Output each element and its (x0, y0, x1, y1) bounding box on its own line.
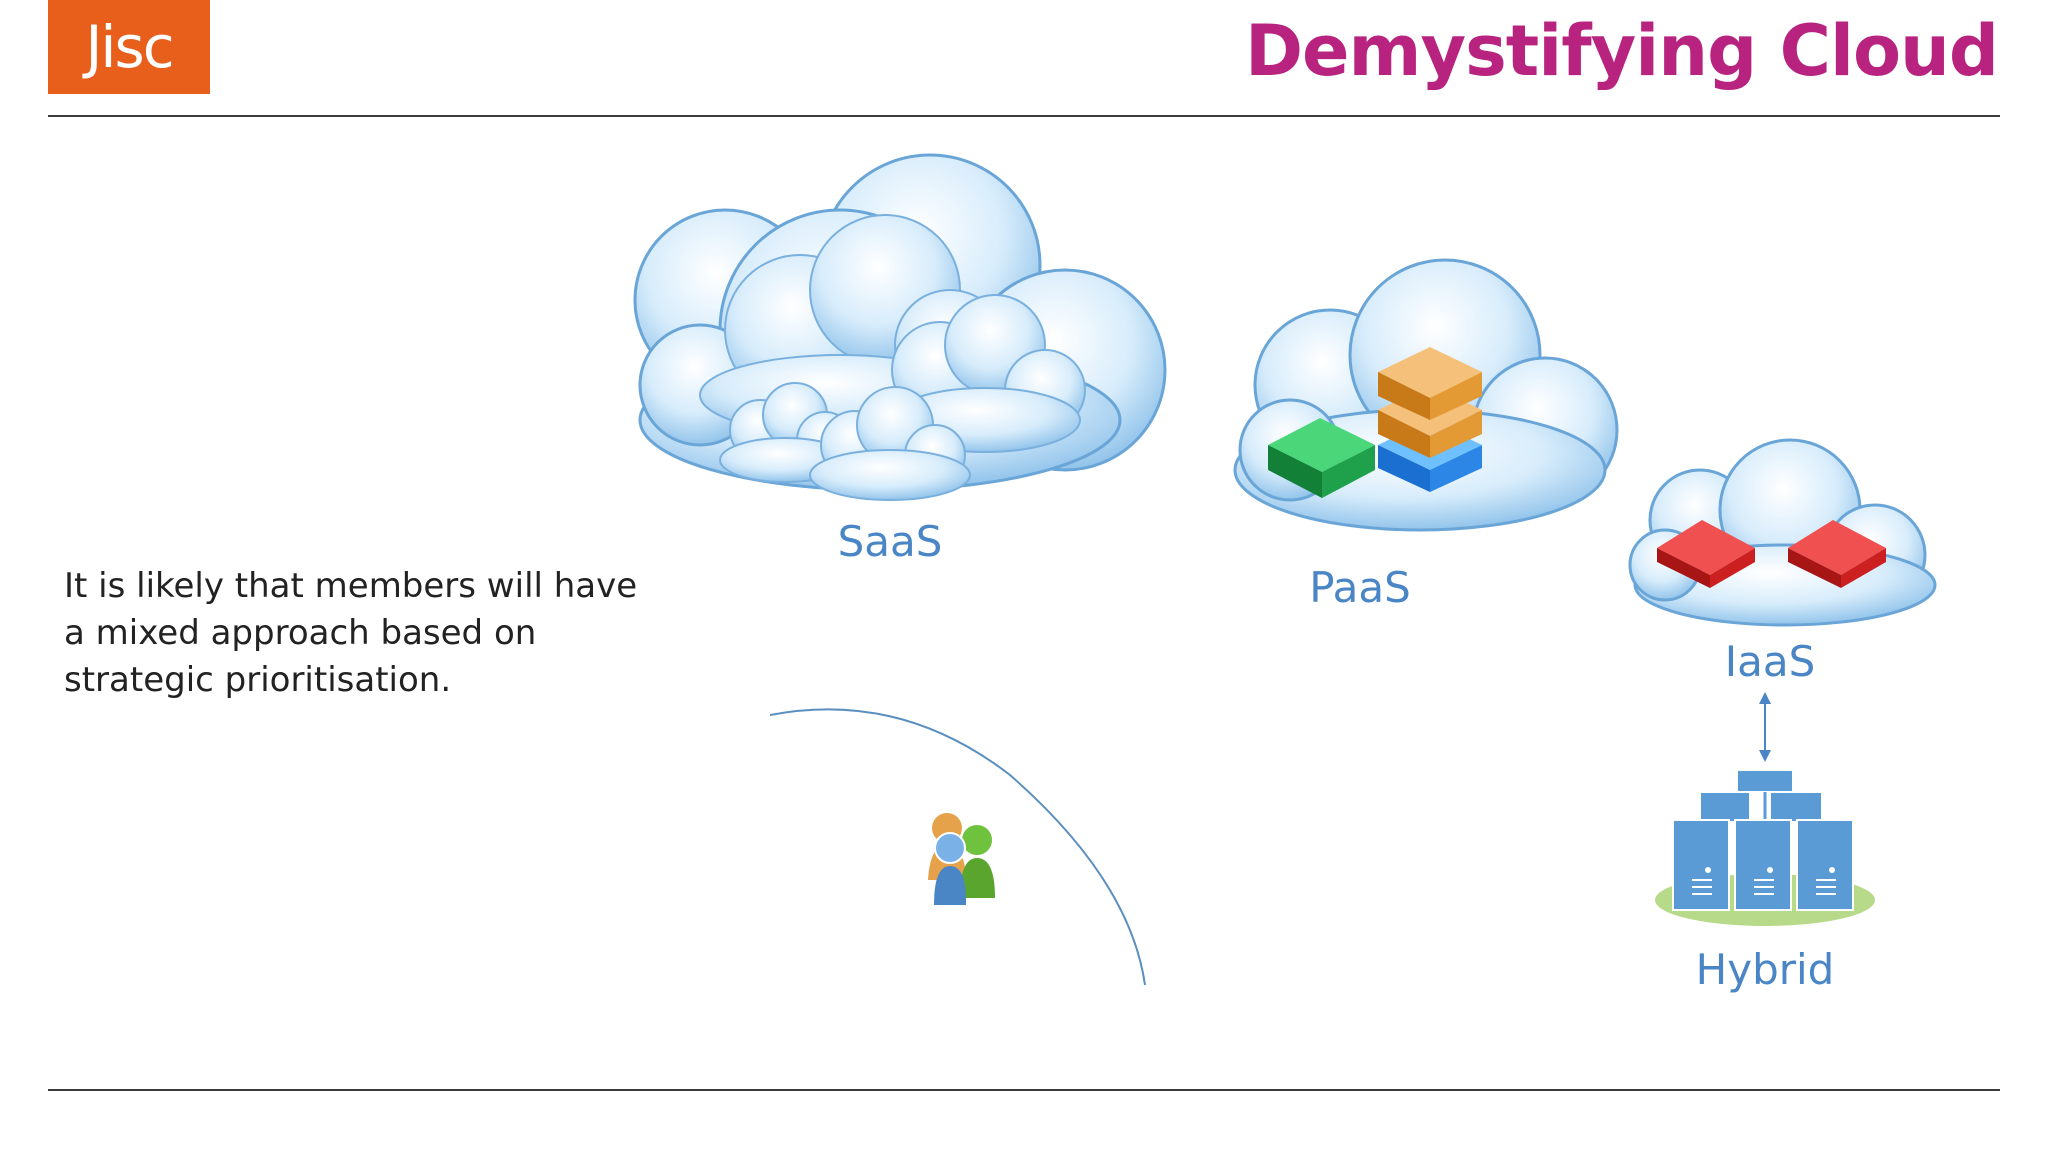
header-divider (48, 115, 2000, 117)
iaas-cloud-icon (1628, 438, 1937, 627)
saas-cloud-icon (633, 153, 1167, 501)
paas-label: PaaS (1309, 563, 1411, 612)
iaas-servers-icon (1657, 520, 1886, 588)
logo-text: Jisc (85, 13, 174, 81)
iaas-label: IaaS (1724, 637, 1816, 686)
datacenter-icon (1655, 769, 1875, 926)
page-title: Demystifying Cloud (1244, 10, 1999, 92)
footer-divider (48, 1089, 2000, 1091)
paas-blocks-icon (1268, 347, 1482, 498)
body-paragraph: It is likely that members will have a mi… (64, 566, 638, 700)
jisc-logo: Jisc (48, 0, 210, 94)
bidirectional-arrow-icon (1759, 692, 1771, 762)
hybrid-label: Hybrid (1695, 945, 1835, 994)
arc-line (769, 708, 1146, 986)
saas-label: SaaS (837, 517, 943, 566)
users-icon (928, 811, 995, 905)
